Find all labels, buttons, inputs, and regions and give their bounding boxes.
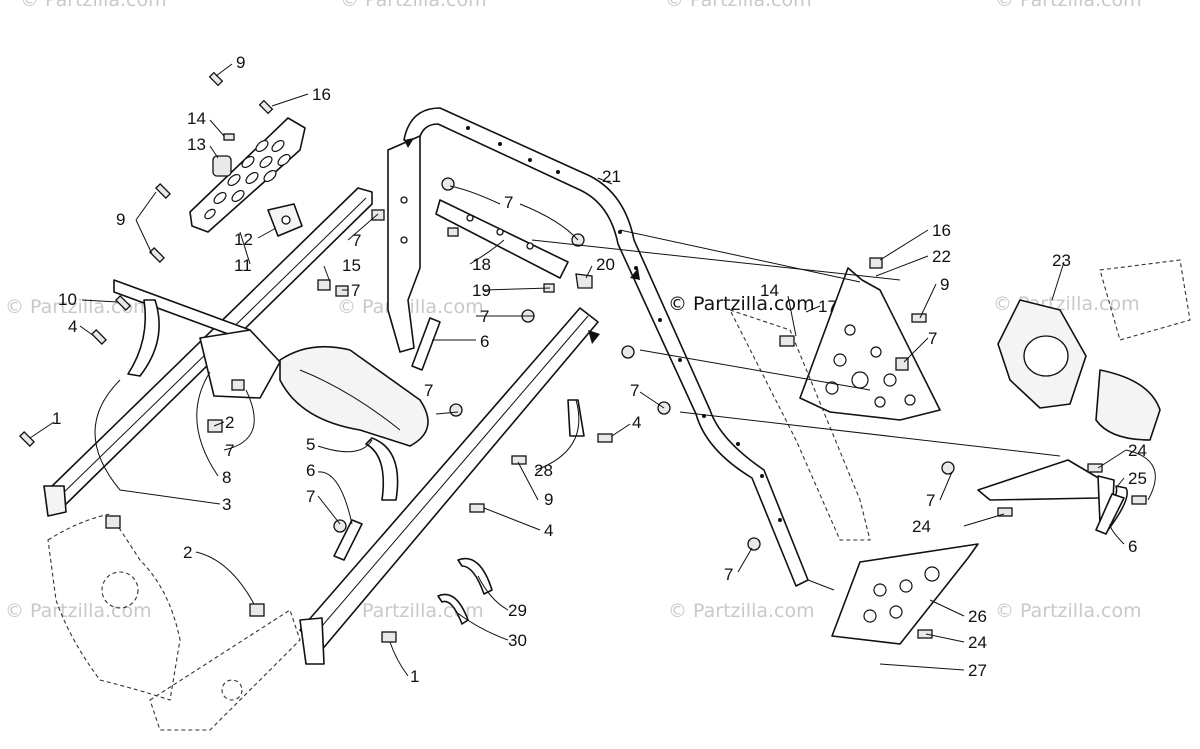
assembly-arrows xyxy=(404,138,640,344)
callout-12: 12 xyxy=(234,230,253,249)
callout-19: 19 xyxy=(472,281,491,300)
callout-3: 3 xyxy=(222,495,231,514)
callout-10: 10 xyxy=(58,290,77,309)
callout-9: 9 xyxy=(236,53,245,72)
callout-7: 7 xyxy=(225,441,234,460)
rear-panel xyxy=(831,543,979,645)
callout-5: 5 xyxy=(306,435,315,454)
callout-21: 21 xyxy=(602,167,621,186)
link-straps xyxy=(333,317,1125,561)
callout-7: 7 xyxy=(424,381,433,400)
cup-holder xyxy=(997,259,1191,441)
callout-7: 7 xyxy=(306,487,315,506)
callout-15: 15 xyxy=(342,256,361,275)
callout-13: 13 xyxy=(187,135,206,154)
callout-7: 7 xyxy=(630,381,639,400)
leader-lines xyxy=(29,63,1156,677)
watermark: © Partzilla.com xyxy=(995,600,1142,622)
callout-9: 9 xyxy=(116,210,125,229)
footrest-plate xyxy=(189,117,306,233)
callout-1: 1 xyxy=(52,409,61,428)
callout-24: 24 xyxy=(1128,441,1147,460)
callout-7: 7 xyxy=(352,231,361,250)
copyright-text: © Partzilla.com xyxy=(668,293,815,315)
watermark: © Partzilla.com xyxy=(20,0,167,11)
callout-14: 14 xyxy=(760,281,779,300)
callout-2: 2 xyxy=(183,543,192,562)
callout-6: 6 xyxy=(1128,537,1137,556)
callout-28: 28 xyxy=(534,461,553,480)
callout-7: 7 xyxy=(504,193,513,212)
callout-7: 7 xyxy=(351,281,360,300)
callout-labels: 9 16 14 13 9 12 11 10 4 1 2 7 8 3 2 7 15… xyxy=(52,53,1147,686)
callout-7: 7 xyxy=(480,307,489,326)
support-bracket xyxy=(435,199,593,289)
callout-26: 26 xyxy=(968,607,987,626)
callout-8: 8 xyxy=(222,468,231,487)
rubber-bumper xyxy=(212,155,303,237)
callout-17: 17 xyxy=(818,297,837,316)
callout-2: 2 xyxy=(225,413,234,432)
watermark: © Partzilla.com xyxy=(665,0,812,11)
right-side-plate xyxy=(728,267,941,541)
callout-11: 11 xyxy=(234,256,252,275)
callout-25: 25 xyxy=(1128,469,1147,488)
callout-20: 20 xyxy=(596,255,615,274)
front-bracket xyxy=(47,513,301,731)
callout-6: 6 xyxy=(480,332,489,351)
callout-4: 4 xyxy=(68,317,77,336)
callout-22: 22 xyxy=(932,247,951,266)
callout-7: 7 xyxy=(928,329,937,348)
callout-16: 16 xyxy=(932,221,951,240)
watermark: © Partzilla.com xyxy=(668,600,815,622)
callout-27: 27 xyxy=(968,661,987,680)
watermark: © Partzilla.com xyxy=(995,0,1142,11)
callout-23: 23 xyxy=(1052,251,1071,270)
watermark: © Partzilla.com xyxy=(337,600,484,622)
left-upright-plate xyxy=(387,135,421,353)
callout-9: 9 xyxy=(544,490,553,509)
callout-24: 24 xyxy=(912,517,931,536)
callout-30: 30 xyxy=(508,631,527,650)
callout-29: 29 xyxy=(508,601,527,620)
callout-1: 1 xyxy=(410,667,419,686)
watermark: © Partzilla.com xyxy=(337,296,484,318)
callout-4: 4 xyxy=(632,413,641,432)
callout-7: 7 xyxy=(724,565,733,584)
roll-bar xyxy=(403,107,809,587)
watermark: © Partzilla.com xyxy=(340,0,487,11)
hardware xyxy=(19,71,1147,643)
callout-14: 14 xyxy=(187,109,206,128)
callout-16: 16 xyxy=(312,85,331,104)
callout-18: 18 xyxy=(472,255,491,274)
callout-4: 4 xyxy=(544,521,553,540)
callout-7: 7 xyxy=(926,491,935,510)
callout-6: 6 xyxy=(306,461,315,480)
center-rail xyxy=(299,307,599,665)
watermark: © Partzilla.com xyxy=(5,600,152,622)
grab-handle xyxy=(113,279,281,399)
callout-24: 24 xyxy=(968,633,987,652)
callout-9: 9 xyxy=(940,275,949,294)
seat-pad xyxy=(279,345,429,501)
